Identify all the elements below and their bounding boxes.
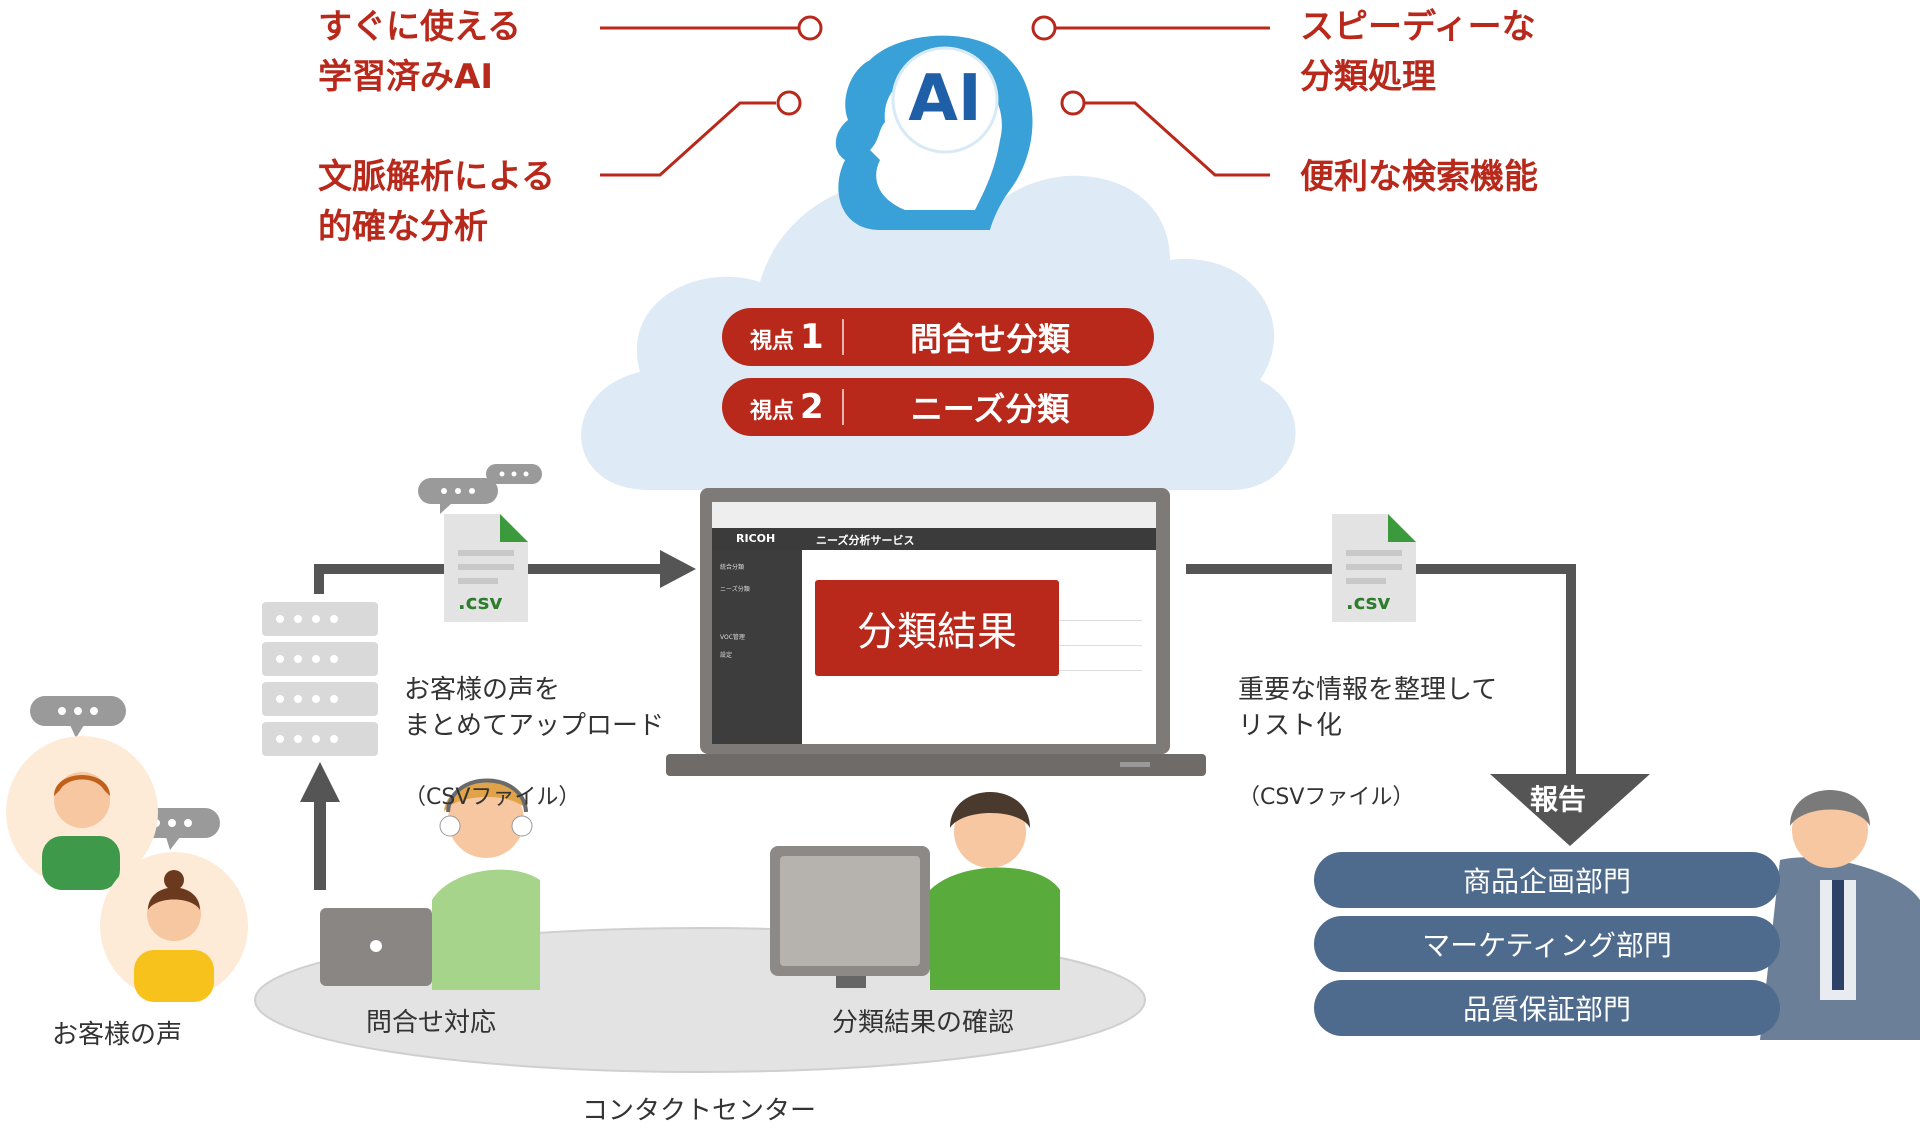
department-quality-assurance: 品質保証部門 bbox=[1314, 980, 1780, 1036]
department-product-planning: 商品企画部門 bbox=[1314, 852, 1780, 908]
ai-head-icon bbox=[835, 35, 1033, 230]
report-label: 報告 bbox=[1530, 783, 1587, 816]
output-caption: 重要な情報を整理して リスト化 （CSVファイル） bbox=[1238, 636, 1497, 852]
pill-divider bbox=[842, 319, 844, 355]
feature-pretrained-ai: すぐに使える 学習済みAI bbox=[318, 7, 521, 97]
feature-search: 便利な検索機能 bbox=[1300, 157, 1538, 197]
csv-label-output: .csv bbox=[1346, 590, 1391, 614]
upload-caption-text: お客様の声を まとめてアップロード bbox=[404, 675, 665, 741]
viewpoint-number: 2 bbox=[800, 387, 824, 427]
brand-logo: RICOH bbox=[736, 532, 776, 545]
output-caption-sub: （CSVファイル） bbox=[1238, 785, 1415, 810]
csv-file-icon-upload bbox=[444, 514, 528, 622]
department-marketing: マーケティング部門 bbox=[1314, 916, 1780, 972]
pill-divider bbox=[842, 389, 844, 425]
viewpoint-text: ニーズ分類 bbox=[910, 390, 1070, 428]
viewpoint-text: 問合せ分類 bbox=[909, 320, 1070, 358]
agent-operator-figure bbox=[320, 778, 540, 990]
sidebar-item[interactable]: VOC管理 bbox=[720, 634, 745, 641]
agent2-label: 分類結果の確認 bbox=[832, 1008, 1015, 1038]
ai-label: AI bbox=[908, 62, 982, 136]
server-icon bbox=[262, 602, 378, 756]
laptop-screen: RICOH ニーズ分析サービス 統合分類 ニーズ分類 VOC管理 設定 bbox=[712, 502, 1156, 744]
feature-speedy-classification: スピーディーな 分類処理 bbox=[1300, 7, 1536, 97]
manager-figure bbox=[1760, 790, 1920, 1040]
upload-caption-sub: （CSVファイル） bbox=[404, 785, 581, 810]
feature-context-analysis: 文脈解析による 的確な分析 bbox=[318, 157, 555, 247]
viewpoint-tag: 視点 bbox=[750, 399, 795, 424]
ai-connectors bbox=[600, 15, 1270, 177]
csv-label-upload: .csv bbox=[458, 590, 503, 614]
customer-label: お客様の声 bbox=[52, 1020, 183, 1050]
classification-result-badge: 分類結果 bbox=[815, 580, 1059, 676]
sidebar-item[interactable]: 設定 bbox=[720, 652, 733, 659]
output-caption-text: 重要な情報を整理して リスト化 bbox=[1238, 675, 1498, 741]
agent1-label: 問合せ対応 bbox=[366, 1008, 497, 1038]
viewpoint-tag: 視点 bbox=[750, 329, 795, 354]
agent-checker-figure bbox=[770, 792, 1060, 990]
service-title: ニーズ分析サービス bbox=[816, 534, 915, 547]
speech-bubble-icons bbox=[30, 464, 542, 850]
viewpoint-number: 1 bbox=[800, 317, 824, 357]
csv-file-icon-output bbox=[1332, 514, 1416, 622]
sidebar-item[interactable]: ニーズ分類 bbox=[720, 586, 750, 593]
app-sidebar: 統合分類 ニーズ分類 VOC管理 設定 bbox=[712, 550, 802, 744]
sidebar-item[interactable]: 統合分類 bbox=[720, 564, 745, 571]
contact-center-label: コンタクトセンター bbox=[582, 1096, 817, 1126]
app-header-bar bbox=[712, 528, 1156, 550]
report-arrow-head bbox=[1490, 774, 1650, 846]
upload-caption: お客様の声を まとめてアップロード （CSVファイル） bbox=[404, 636, 664, 852]
customer-avatars bbox=[6, 736, 248, 1002]
